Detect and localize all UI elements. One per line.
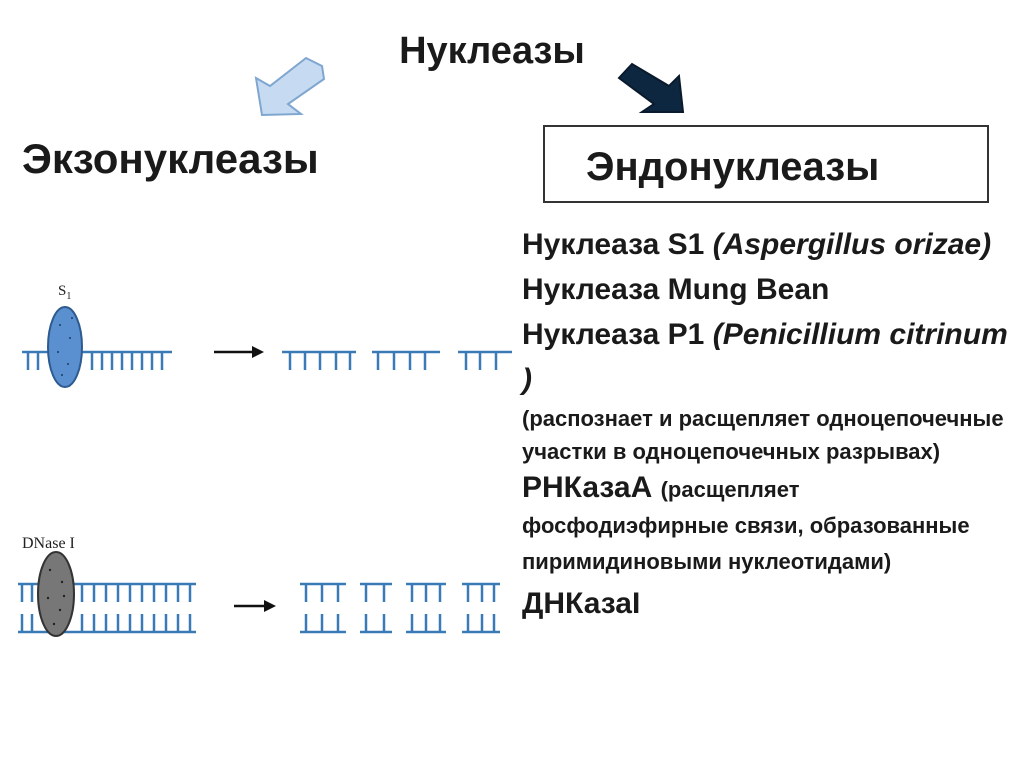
item-source: (Penicillium citrinum ): [522, 318, 1008, 396]
list-item-p1-note: (распознает и расщепляет одноцепочечные …: [522, 406, 1004, 464]
s1-single-strand: [22, 350, 172, 370]
dnase-enzyme: [37, 551, 75, 637]
item-note: (расщепляет фосфодиэфирные связи, образо…: [522, 477, 970, 574]
item-name: ДНКазаI: [522, 587, 641, 620]
item-name: Нуклеаза S1: [522, 228, 713, 261]
item-name: Нуклеаза P1: [522, 318, 713, 351]
list-item-rnase-a: РНКазаА (расщепляет фосфодиэфирные связи…: [522, 468, 1012, 581]
item-name: Нуклеаза Mung Bean: [522, 273, 830, 306]
s1-enzyme: [47, 306, 83, 388]
list-item-dnase-i: ДНКазаI: [522, 581, 1012, 626]
endonucleases-heading: Эндонуклеазы: [586, 145, 880, 189]
dnase-fragments: [300, 582, 500, 634]
exonucleases-heading: Экзонуклеазы: [22, 135, 319, 182]
list-item-s1: Нуклеаза S1 (Aspergillus orizae): [522, 222, 1012, 267]
item-source: (Aspergillus orizae): [712, 228, 992, 261]
reaction-arrow-1: [214, 346, 264, 358]
list-item-p1: Нуклеаза P1 (Penicillium citrinum ): [522, 312, 1012, 402]
s1-enzyme-label: S1: [58, 283, 71, 302]
s1-fragments: [282, 350, 512, 370]
item-name: РНКазаА: [522, 471, 661, 504]
arrow-to-endonucleases: [617, 62, 685, 113]
dnase-enzyme-label: DNase I: [22, 535, 75, 552]
reaction-arrow-2: [234, 600, 276, 612]
arrow-to-exonucleases: [254, 56, 326, 117]
list-item-mung-bean: Нуклеаза Mung Bean: [522, 267, 1012, 312]
endonuclease-list: Нуклеаза S1 (Aspergillus orizae) Нуклеаз…: [522, 222, 1012, 626]
page-title: Нуклеазы: [399, 30, 585, 72]
endonucleases-box: [543, 125, 989, 203]
